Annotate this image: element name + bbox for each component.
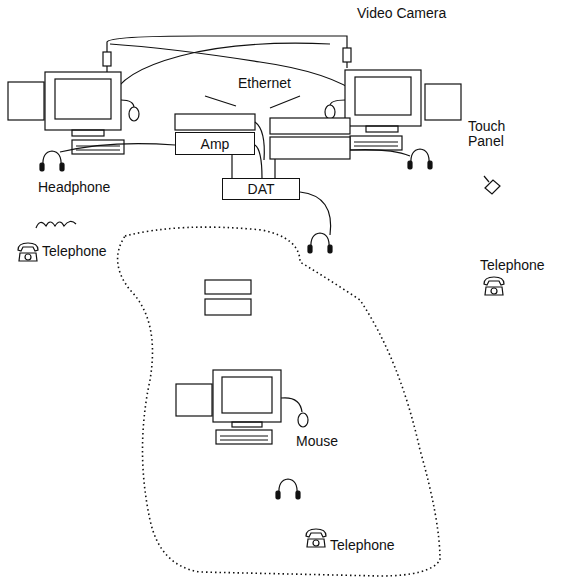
- equipment-box: DAT: [222, 178, 300, 200]
- part-label: Telephone: [330, 538, 395, 553]
- keyboard-keys: [354, 142, 398, 146]
- equipment-box: Amp: [175, 132, 255, 155]
- monitor-base: [366, 126, 398, 132]
- ethernet-cable: [205, 96, 300, 108]
- audio-wire: [255, 122, 275, 178]
- part-label: Ethernet: [238, 76, 291, 91]
- monitor: [345, 70, 421, 126]
- mouse: [325, 105, 335, 119]
- headphone-cord: [60, 144, 175, 152]
- keyboard: [216, 430, 272, 444]
- telephone-cord: [36, 221, 76, 228]
- camera-cable: [107, 44, 360, 95]
- mouse: [129, 107, 139, 121]
- telephone: [306, 529, 326, 547]
- telephone: [18, 243, 38, 261]
- keyboard: [72, 140, 124, 154]
- camera-cable: [107, 36, 347, 52]
- part-label: Touch Panel: [468, 119, 520, 150]
- headphone-cord: [300, 192, 331, 235]
- part-label: Mouse: [296, 434, 338, 449]
- microphone: [484, 176, 500, 194]
- mouse-cord: [121, 100, 134, 108]
- part-label: Headphone: [38, 180, 110, 195]
- rack-unit: [205, 280, 251, 294]
- part-label: Telephone: [42, 244, 107, 259]
- mouse-cord: [281, 398, 302, 412]
- side-box: [8, 82, 44, 120]
- video-camera: [103, 52, 111, 66]
- audio-wire: [231, 155, 232, 178]
- headphone: [276, 479, 300, 499]
- headphone: [40, 151, 64, 171]
- rack-unit: [270, 137, 350, 159]
- monitor-base: [232, 422, 262, 427]
- monitor-screen: [355, 77, 411, 115]
- side-box: [176, 384, 212, 416]
- rack-unit: [205, 299, 251, 315]
- headphone-cord: [350, 150, 410, 156]
- headphone: [308, 233, 332, 253]
- camera-cable: [112, 43, 347, 98]
- rack-unit: [175, 114, 255, 130]
- monitor-screen: [222, 377, 272, 413]
- box-label: Amp: [201, 136, 230, 152]
- mouse: [298, 413, 308, 427]
- monitor: [213, 370, 281, 422]
- keyboard-keys: [220, 436, 268, 440]
- monitor: [45, 72, 121, 130]
- room-boundary: [118, 227, 440, 576]
- telephone: [484, 277, 504, 295]
- monitor-base: [72, 130, 104, 136]
- touch-panel: [425, 84, 461, 120]
- headphone: [408, 149, 432, 169]
- keyboard: [350, 136, 402, 150]
- part-label: Telephone: [480, 258, 545, 273]
- monitor-screen: [55, 79, 111, 119]
- part-label: Video Camera: [357, 6, 446, 21]
- video-camera: [343, 48, 351, 62]
- rack-unit: [270, 118, 350, 134]
- box-label: DAT: [248, 181, 275, 197]
